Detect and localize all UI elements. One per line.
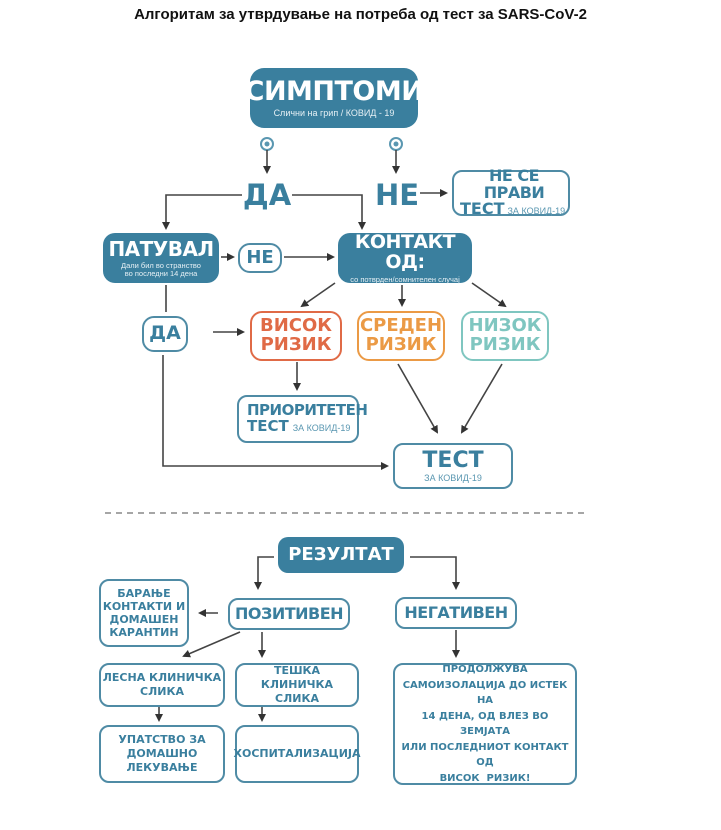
high-risk-line1: ВИСОК: [259, 315, 332, 337]
priority-test-line1: ПРИОРИТЕТЕН: [247, 401, 368, 420]
contacts-quarantine-box: БАРАЊЕ КОНТАКТИ И ДОМАШЕН КАРАНТИН: [99, 579, 189, 647]
test-box: ТЕСТ ЗА КОВИД-19: [393, 443, 513, 489]
negative-advice-line5: ВИСОК РИЗИК!: [439, 772, 531, 784]
contact-label: КОНТАКТ ОД:: [354, 230, 456, 273]
home-treatment-box: УПАТСТВО ЗА ДОМАШНО ЛЕКУВАЊЕ: [99, 725, 225, 783]
hospitalization-box: ХОСПИТАЛИЗАЦИЈА: [233, 725, 361, 783]
medium-risk-box: СРЕДЕН РИЗИК: [357, 311, 445, 361]
home-treatment-line1: УПАТСТВО ЗА: [118, 732, 206, 746]
no-label: НЕ: [374, 177, 420, 212]
no-test-line1: НЕ СЕ ПРАВИ: [483, 165, 545, 202]
traveled-sub2: во последни 14 дена: [124, 268, 198, 278]
traveled-yes-box: ДА: [142, 316, 188, 352]
high-risk-box: ВИСОК РИЗИК: [250, 311, 342, 361]
traveled-box: ПАТУВАЛ Дали бил во странство во последн…: [103, 233, 219, 283]
symptoms-sub: Слични на грип / КОВИД - 19: [273, 107, 395, 118]
negative-advice-box: ПРОДОЛЖУВА САМОИЗОЛАЦИЈА ДО ИСТЕК НА 14 …: [393, 663, 577, 785]
severe-clinical-box: ТЕШКА КЛИНИЧКА СЛИКА: [235, 663, 359, 707]
positive-box: ПОЗИТИВЕН: [228, 598, 350, 630]
arrow: [410, 556, 460, 590]
page-title: Алгоритам за утврдување на потреба од те…: [134, 6, 587, 23]
contact-box: КОНТАКТ ОД: со потврден/сомнителен случа…: [338, 230, 472, 284]
mild-clinical-line2: СЛИКА: [140, 685, 184, 698]
traveled-yes-label: ДА: [149, 322, 181, 345]
negative-box: НЕГАТИВЕН: [395, 597, 517, 629]
contacts-quarantine-line3: ДОМАШЕН: [109, 613, 179, 626]
negative-label: НЕГАТИВЕН: [404, 602, 508, 622]
negative-advice-line3: 14 ДЕНА, ОД ВЛЕЗ ВО ЗЕМЈАТА: [421, 710, 549, 738]
positive-label: ПОЗИТИВЕН: [234, 603, 344, 623]
home-treatment-line2: ДОМАШНО: [126, 746, 198, 760]
arrow: [300, 282, 336, 308]
test-sub: ЗА КОВИД-19: [424, 472, 482, 483]
traveled-sub1: Дали бил во странство: [121, 260, 201, 270]
priority-test-box: ПРИОРИТЕТЕН ТЕСТ ЗА КОВИД-19: [237, 395, 368, 443]
no-test-suffix: ЗА КОВИД-19: [507, 206, 566, 217]
arrow: [162, 194, 242, 230]
arrow: [254, 556, 274, 590]
mild-clinical-line1: ЛЕСНА КЛИНИЧКА: [102, 670, 222, 684]
test-label: ТЕСТ: [422, 447, 484, 473]
result-label: РЕЗУЛТАТ: [288, 543, 394, 565]
severe-clinical-line2: СЛИКА: [275, 692, 319, 706]
arrow: [292, 194, 366, 230]
arrow: [397, 363, 438, 434]
medium-risk-line1: СРЕДЕН: [359, 315, 443, 337]
no-test-box: НЕ СЕ ПРАВИ ТЕСТ ЗА КОВИД-19: [452, 165, 570, 219]
no-test-line2: ТЕСТ: [460, 199, 505, 219]
arrow: [182, 631, 241, 658]
arrow: [162, 355, 389, 470]
severe-clinical-line1: ТЕШКА КЛИНИЧКА: [260, 663, 334, 691]
low-risk-box: НИЗОК РИЗИК: [461, 311, 549, 361]
contact-sub: со потврден/сомнителен случај: [350, 274, 460, 284]
medium-risk-line2: РИЗИК: [365, 334, 437, 355]
arrow: [460, 363, 503, 434]
priority-test-line2: ТЕСТ: [247, 417, 289, 435]
contacts-quarantine-line4: КАРАНТИН: [109, 626, 179, 640]
traveled-no-box: НЕ: [238, 243, 282, 273]
negative-advice-line4: ИЛИ ПОСЛЕДНИОТ КОНТАКТ ОД: [401, 741, 569, 769]
contacts-quarantine-line2: КОНТАКТИ И: [102, 599, 186, 613]
low-risk-line1: НИЗОК: [468, 315, 542, 337]
yes-label: ДА: [242, 177, 292, 212]
traveled-no-label: НЕ: [246, 246, 274, 268]
result-box: РЕЗУЛТАТ: [278, 537, 404, 573]
negative-advice-line1: ПРОДОЛЖУВА: [442, 664, 528, 675]
mild-clinical-box: ЛЕСНА КЛИНИЧКА СЛИКА: [99, 663, 225, 707]
traveled-label: ПАТУВАЛ: [108, 236, 214, 261]
symptoms-box: СИМПТОМИ Слични на грип / КОВИД - 19: [245, 68, 424, 128]
low-risk-line2: РИЗИК: [469, 334, 541, 355]
priority-test-suffix: ЗА КОВИД-19: [292, 423, 351, 433]
high-risk-line2: РИЗИК: [260, 334, 332, 355]
hospitalization-label: ХОСПИТАЛИЗАЦИЈА: [233, 747, 361, 761]
contacts-quarantine-line1: БАРАЊЕ: [117, 586, 171, 600]
home-treatment-line3: ЛЕКУВАЊЕ: [126, 761, 198, 775]
negative-advice-line2: САМОИЗОЛАЦИЈА ДО ИСТЕК НА: [402, 679, 568, 707]
symptoms-label: СИМПТОМИ: [244, 75, 424, 107]
arrow: [471, 282, 507, 308]
